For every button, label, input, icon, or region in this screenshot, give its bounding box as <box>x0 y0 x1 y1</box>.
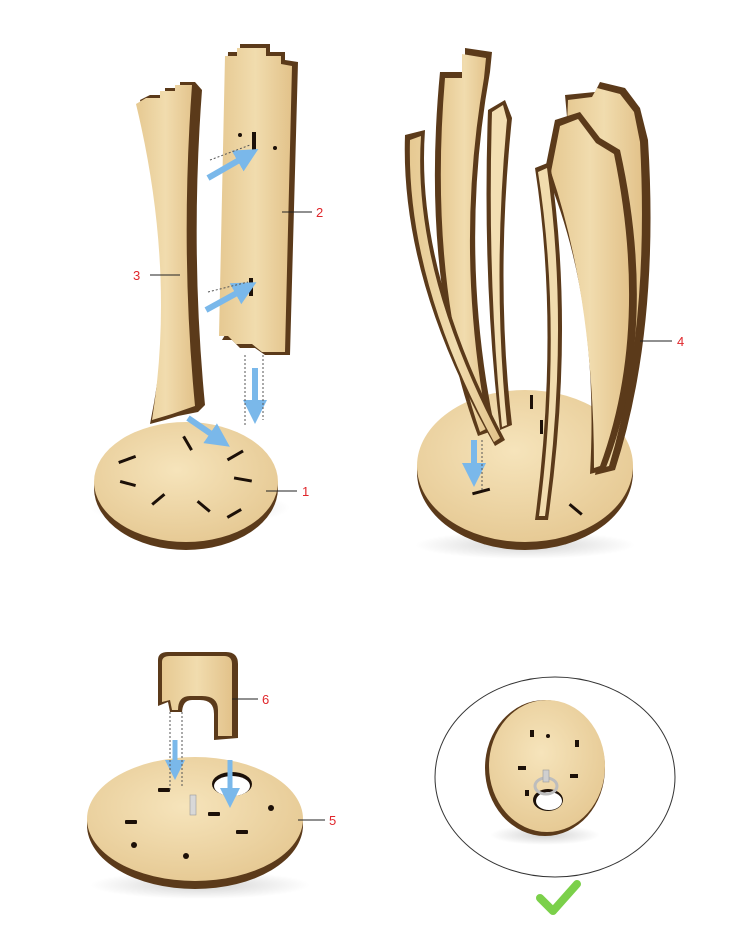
flat-panel-2 <box>219 44 298 355</box>
callout-6: 6 <box>262 692 269 707</box>
screw-ring-icon <box>533 769 559 796</box>
handle-piece-6 <box>158 652 238 740</box>
base-disc-assembled <box>417 390 633 550</box>
panel-bottom-left: 6 5 <box>87 652 336 899</box>
blue-assembly-arrow-icon <box>165 740 240 808</box>
callout-4: 4 <box>677 334 684 349</box>
panel-bottom-right <box>434 676 676 915</box>
callout-1: 1 <box>302 484 309 499</box>
curved-panel-3 <box>136 82 205 424</box>
callout-5: 5 <box>329 813 336 828</box>
panel-top-left: 3 2 1 <box>90 44 323 550</box>
curved-panels-assembled <box>404 48 651 520</box>
detail-disc <box>485 700 605 836</box>
base-disc-5 <box>87 757 303 889</box>
panel-top-right: 4 <box>404 48 684 559</box>
callout-2: 2 <box>316 205 323 220</box>
blue-assembly-arrow-icon <box>186 149 267 447</box>
base-disc-1 <box>94 422 278 550</box>
green-checkmark-icon <box>536 880 581 915</box>
callout-3: 3 <box>133 268 140 283</box>
